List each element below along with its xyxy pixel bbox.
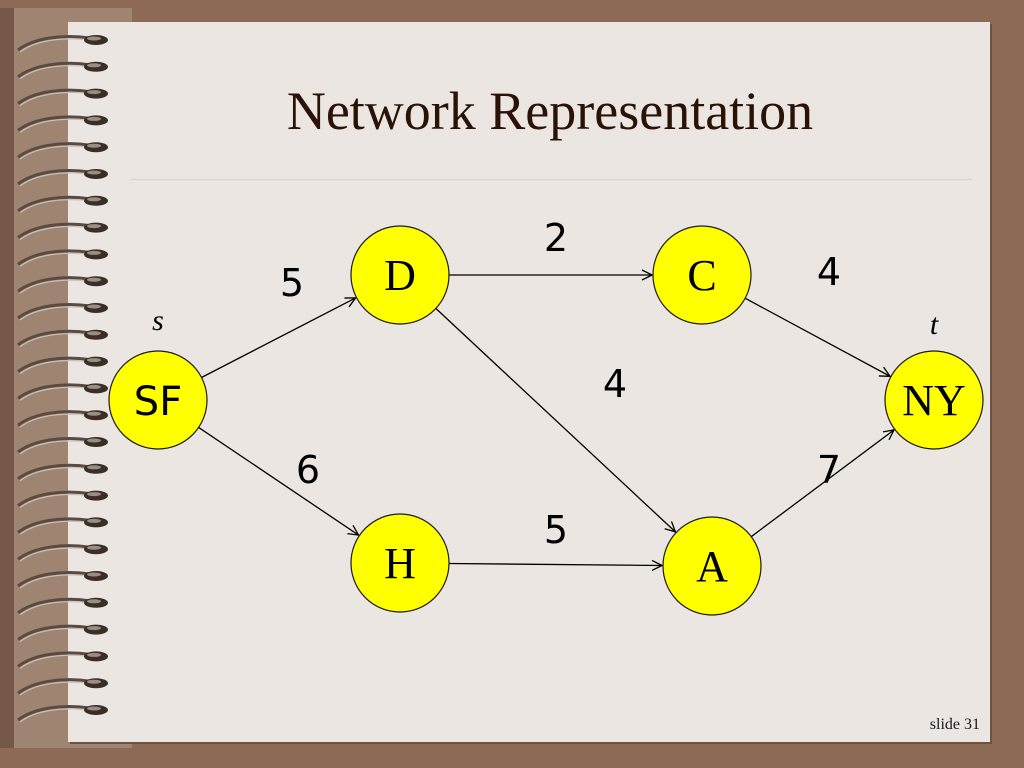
binder-ring [17, 195, 108, 214]
binder-ring [17, 303, 108, 321]
binder-ring [17, 490, 108, 509]
node-label: C [687, 251, 716, 300]
node-ny: NY [884, 350, 984, 450]
source-label: s [152, 304, 164, 337]
binder-ring [17, 437, 108, 455]
binder-ring [17, 88, 108, 107]
binder-ring [17, 276, 108, 294]
node-label: H [384, 539, 416, 588]
node-h: H [350, 513, 450, 613]
edge-c-ny [744, 297, 890, 376]
binder-ring [17, 142, 108, 160]
edge-weight-sf-d: 5 [280, 261, 304, 305]
binder-ring [17, 35, 108, 53]
edge-sf-d [201, 298, 356, 379]
binder-ring [17, 544, 108, 562]
edge-weight-a-ny: 7 [817, 448, 841, 492]
binder-ring [17, 571, 108, 589]
node-d: D [350, 225, 450, 325]
spiral-binding [17, 35, 108, 723]
binder-ring [17, 249, 108, 267]
node-label: NY [902, 376, 966, 425]
node-circle [652, 225, 752, 325]
binder-ring [17, 383, 108, 401]
node-label: D [384, 251, 416, 300]
binder-ring [17, 329, 108, 348]
node-label: A [696, 542, 728, 591]
binder-ring [17, 517, 108, 535]
edge-weight-d-c: 2 [544, 216, 568, 260]
binder-ring [17, 169, 108, 187]
node-sf: SF [108, 350, 208, 450]
edge-weight-c-ny: 4 [817, 250, 841, 294]
edge-weight-d-a: 4 [603, 362, 627, 406]
binder-ring [17, 410, 108, 428]
node-a: A [662, 516, 762, 616]
binder-ring [17, 463, 108, 482]
edge-weight-h-a: 5 [544, 508, 568, 552]
node-circle [108, 350, 208, 450]
node-circle [884, 350, 984, 450]
node-circle [350, 513, 450, 613]
slide-title: Network Representation [286, 81, 814, 141]
binder-ring [17, 115, 108, 133]
binder-ring [17, 651, 108, 669]
sink-label: t [930, 308, 939, 341]
binder-ring [17, 624, 108, 643]
binder-ring [17, 356, 108, 375]
node-label: SF [134, 379, 182, 425]
edge-a-ny [750, 430, 894, 538]
node-circle [662, 516, 762, 616]
binder-ring [17, 678, 108, 696]
binder-strip [0, 8, 14, 748]
edge-sf-h [198, 426, 359, 535]
node-c: C [652, 225, 752, 325]
binder-ring [17, 222, 108, 241]
edge-d-a [435, 307, 676, 532]
slide-paper [68, 22, 990, 742]
node-circle [350, 225, 450, 325]
binder-ring [17, 597, 108, 616]
edge-h-a [448, 564, 662, 566]
slide-number: slide 31 [929, 716, 980, 733]
binder-ring [17, 705, 108, 723]
title-divider [130, 179, 972, 180]
edge-weight-sf-h: 6 [296, 448, 320, 492]
binder-ring [17, 61, 108, 80]
